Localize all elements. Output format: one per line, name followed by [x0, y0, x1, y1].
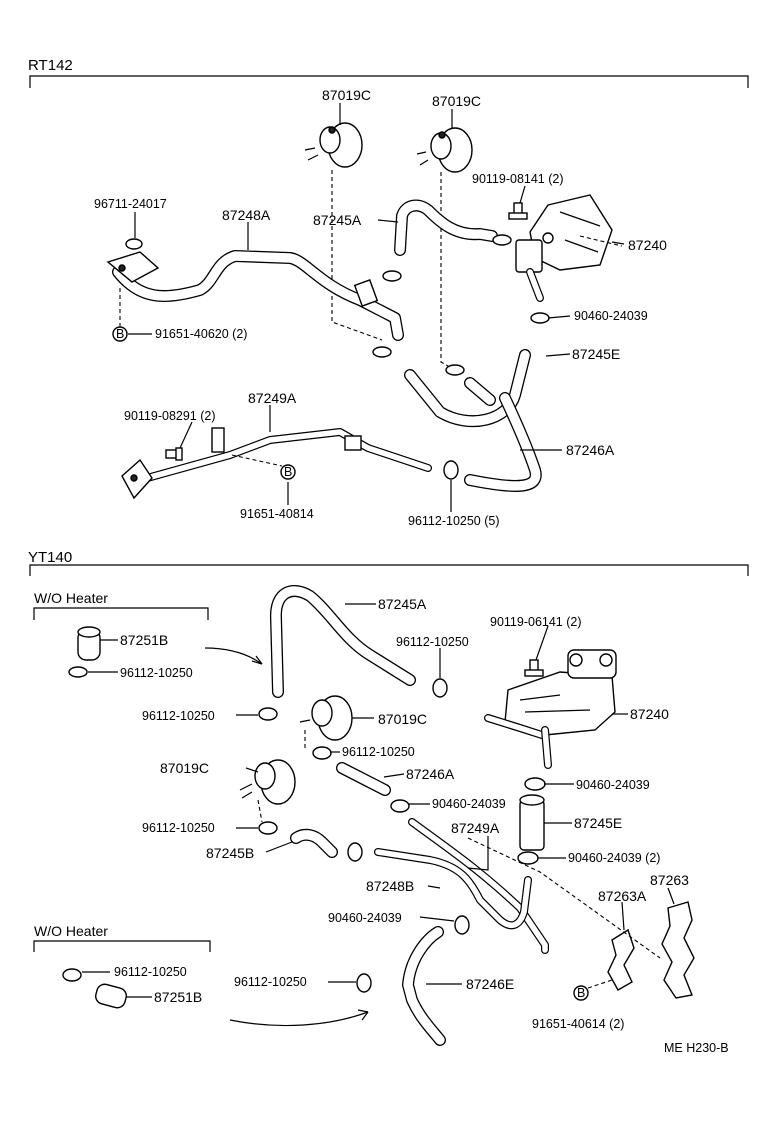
label-yt-87263: 87263: [650, 872, 689, 888]
hose-87245a-yt: [270, 585, 416, 698]
bolt-marker-b-rt-2: B: [280, 464, 296, 480]
hose-87246a-rt: [464, 392, 542, 492]
label-yt-87245b: 87245B: [206, 845, 254, 861]
label-yt-90460-b: 90460-24039: [576, 778, 650, 792]
label-yt-96112-b: 96112-10250: [396, 635, 469, 649]
section-frame-yt140: [29, 564, 749, 576]
label-yt-87240: 87240: [630, 706, 669, 722]
label-rt-90119-08291: 90119-08291 (2): [124, 409, 216, 423]
label-rt-87019c-b: 87019C: [432, 93, 481, 109]
pipe-87248a: [106, 250, 404, 341]
bracket-87263a: [607, 928, 635, 991]
label-yt-87245e: 87245E: [574, 815, 622, 831]
label-yt-87249a: 87249A: [451, 820, 500, 836]
label-yt-96112-d: 96112-10250: [342, 745, 415, 759]
label-yt-87246a: 87246A: [406, 766, 455, 782]
label-yt-87246e: 87246E: [466, 976, 514, 992]
label-rt-87245a: 87245A: [313, 212, 362, 228]
cap-87251b-2: [95, 983, 127, 1009]
hose-87246a-yt: [336, 762, 391, 796]
label-yt-96112-c: 96112-10250: [142, 709, 215, 723]
pipe-87248b-yt: [374, 848, 532, 930]
valve-87019c-yt-1: [299, 695, 353, 741]
label-yt-90460-a: 90460-24039: [432, 797, 506, 811]
label-rt-87245e: 87245E: [572, 346, 620, 362]
bolt-90119-08291: [165, 447, 183, 461]
label-yt-90460-c: 90460-24039 (2): [568, 851, 660, 865]
label-rt-96112: 96112-10250 (5): [408, 514, 500, 528]
clamp-rt-1: [372, 234, 512, 376]
bolt-90119-08141: [508, 202, 528, 220]
label-yt-96112-f: 96112-10250: [114, 965, 187, 979]
label-yt-96112-g: 96112-10250: [234, 975, 307, 989]
footer-code: ME H230-B: [664, 1041, 729, 1055]
bolt-90119-06141: [524, 659, 544, 677]
label-rt-91651-40814: 91651-40814: [240, 507, 314, 521]
svg-text:B: B: [284, 465, 292, 479]
label-rt-91651-40620: 91651-40620 (2): [155, 327, 247, 341]
bracket-87263: [661, 901, 695, 999]
clamp-96112-yt-1: [68, 666, 88, 678]
svg-text:B: B: [577, 986, 585, 1000]
gasket-96711: [125, 238, 143, 250]
section-frame-rt142: [29, 75, 749, 88]
label-yt-96112-a: 96112-10250: [120, 666, 193, 680]
label-rt-87019c-a: 87019C: [322, 87, 371, 103]
label-rt-87240: 87240: [628, 237, 667, 253]
label-rt-96711: 96711-24017: [94, 197, 167, 211]
section-title-rt142: RT142: [28, 57, 73, 74]
label-yt-96112-e: 96112-10250: [142, 821, 215, 835]
clamp-90460-rt: [530, 312, 550, 324]
clamps-yt: [62, 678, 546, 993]
label-yt-87019c-a: 87019C: [378, 711, 427, 727]
subsection-frame-wo-heater-1: [33, 607, 209, 620]
hose-87245b-yt: [290, 828, 338, 858]
bolt-marker-b-rt-1: B: [112, 326, 128, 342]
subsection-title-wo-heater-2: W/O Heater: [34, 923, 108, 939]
label-yt-91651: 91651-40614 (2): [532, 1017, 624, 1031]
subsection-frame-wo-heater-2: [33, 940, 211, 952]
hose-87245e-yt: [519, 794, 545, 851]
arrow-wo-heater-2: [229, 1009, 369, 1027]
label-rt-87248a: 87248A: [222, 207, 271, 223]
arrow-wo-heater-1: [204, 647, 263, 665]
hose-87245a-rt: [394, 199, 498, 256]
bolt-marker-b-yt: B: [573, 985, 589, 1001]
label-yt-87248b: 87248B: [366, 878, 414, 894]
subsection-title-wo-heater-1: W/O Heater: [34, 590, 108, 606]
valve-assembly-87240-rt: [515, 194, 613, 302]
label-rt-87249a: 87249A: [248, 390, 297, 406]
label-yt-87245a: 87245A: [378, 596, 427, 612]
label-yt-90460-d: 90460-24039: [328, 911, 402, 925]
label-yt-90119: 90119-06141 (2): [490, 615, 582, 629]
valve-87019c-rt-right: [416, 127, 473, 173]
svg-text:B: B: [116, 327, 124, 341]
label-rt-87246a: 87246A: [566, 442, 615, 458]
label-yt-87251b-b: 87251B: [154, 989, 202, 1005]
label-yt-87019c-b: 87019C: [160, 760, 209, 776]
hose-87246e-yt: [402, 926, 446, 1046]
clamp-96112-rt: [443, 460, 459, 480]
label-rt-90460: 90460-24039: [574, 309, 648, 323]
hose-87245e-rt: [404, 349, 531, 428]
valve-assembly-87240-yt: [484, 649, 617, 769]
cap-87251b-1: [77, 626, 101, 661]
valve-87019c-rt-left: [304, 122, 363, 168]
pipe-87249a: [121, 427, 432, 500]
label-yt-87263a: 87263A: [598, 888, 647, 904]
label-yt-87251b-a: 87251B: [120, 632, 168, 648]
valve-87019c-yt-2: [239, 759, 296, 805]
section-title-yt140: YT140: [28, 549, 72, 566]
label-rt-90119-08141: 90119-08141 (2): [472, 172, 564, 186]
